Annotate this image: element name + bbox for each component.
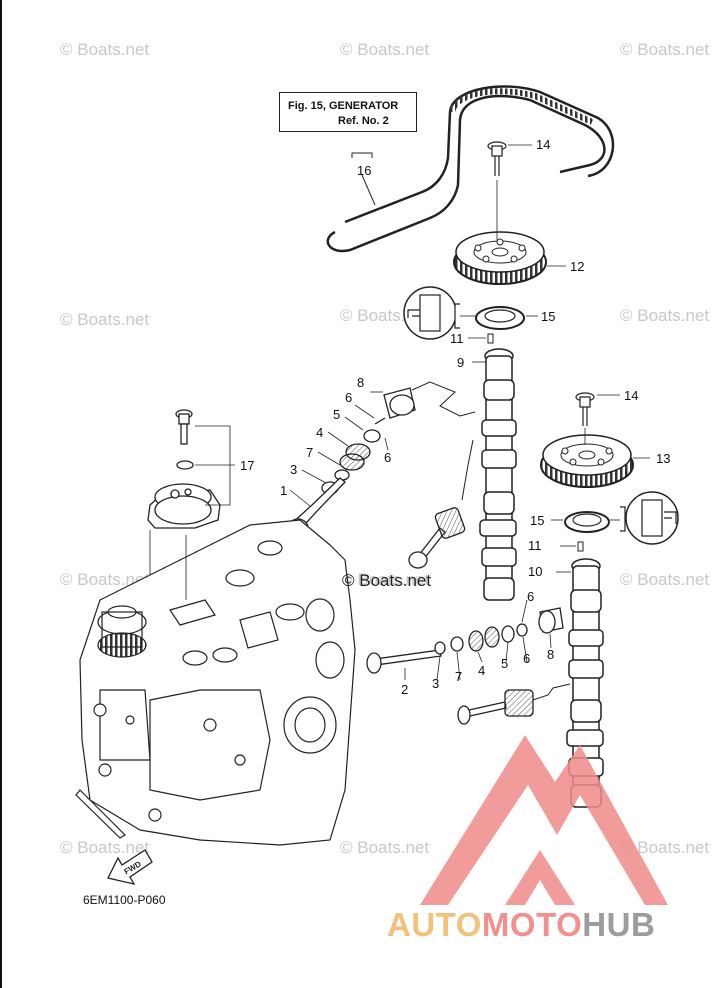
callout-16: 16 [357, 163, 372, 178]
watermark: © Boats.net [620, 40, 710, 59]
timing-belt [326, 85, 615, 253]
flange-bolt-upper [487, 141, 532, 240]
callout-14: 14 [536, 137, 551, 152]
callout-6: 6 [384, 450, 392, 465]
logo-mark [420, 735, 668, 905]
watermark: © Boats.net [340, 838, 430, 857]
callout-15: 15 [530, 513, 545, 528]
camshaft-pulley-upper [453, 231, 547, 285]
callout-10: 10 [528, 564, 543, 579]
oil-seal-upper [475, 306, 538, 330]
seal-detail-lower [610, 491, 679, 545]
callout-3: 3 [432, 676, 440, 691]
callout-1: 1 [280, 483, 288, 498]
watermark: © Boats.net [60, 838, 150, 857]
logo-hub: HUB [582, 906, 656, 943]
valve-train-lower [366, 599, 571, 725]
callout-5: 5 [333, 407, 341, 422]
camshaft-upper [472, 348, 517, 601]
logo-wordmark: AUTOMOTOHUB [387, 906, 655, 944]
callout-8: 8 [357, 375, 365, 390]
watermark: © Boats.net [340, 40, 430, 59]
dowel-pin-upper [468, 333, 494, 344]
callout-11: 11 [450, 331, 464, 346]
forward-arrow: FWD [107, 849, 153, 885]
watermark-center: © Boats.net [342, 571, 432, 590]
callout-14: 14 [624, 388, 639, 403]
diagram-code: 6EM1100-P060 [83, 893, 166, 907]
reference-figure: Fig. 15, GENERATOR [288, 100, 399, 112]
valve-train-upper [287, 381, 476, 569]
engine-block [75, 519, 356, 846]
callout-13: 13 [656, 451, 671, 466]
callout-6: 6 [527, 589, 535, 604]
callout-11: 11 [528, 538, 542, 553]
watermark: © Boats.net [620, 306, 710, 325]
logo-moto: MOTO [481, 906, 583, 943]
callout-6: 6 [345, 390, 353, 405]
callout-15: 15 [541, 309, 556, 324]
callout-7: 7 [306, 445, 314, 460]
callout-4: 4 [316, 425, 324, 440]
callout-4: 4 [478, 663, 486, 678]
flange-bolt-lower [575, 392, 620, 445]
callout-2: 2 [401, 682, 409, 697]
dowel-pin-lower [560, 541, 584, 552]
callout-5: 5 [501, 656, 509, 671]
seal-detail-upper [403, 286, 476, 340]
camshaft-pulley-lower [540, 434, 650, 488]
callout-9: 9 [457, 355, 465, 370]
watermark: © Boats.net [60, 40, 150, 59]
watermark: © Boats.net [340, 570, 430, 589]
logo-auto: AUTO [387, 906, 482, 943]
watermark: © Boats.net [60, 310, 150, 329]
left-border [0, 0, 2, 988]
callout-3: 3 [290, 462, 298, 477]
callout-17: 17 [240, 458, 255, 473]
callout-6: 6 [523, 651, 531, 666]
callout-8: 8 [547, 647, 555, 662]
reference-number: Ref. No. 2 [338, 115, 389, 127]
belt-tensioner [147, 409, 235, 529]
leader-16 [351, 152, 376, 206]
watermark: © Boats.net [620, 838, 710, 857]
callout-7: 7 [455, 669, 463, 684]
oil-seal-lower [551, 511, 610, 533]
callout-12: 12 [570, 259, 585, 274]
watermark: © Boats.net [620, 570, 710, 589]
reference-box: Fig. 15, GENERATOR Ref. No. 2 [279, 92, 417, 132]
watermark: © Boats.net [60, 570, 150, 589]
